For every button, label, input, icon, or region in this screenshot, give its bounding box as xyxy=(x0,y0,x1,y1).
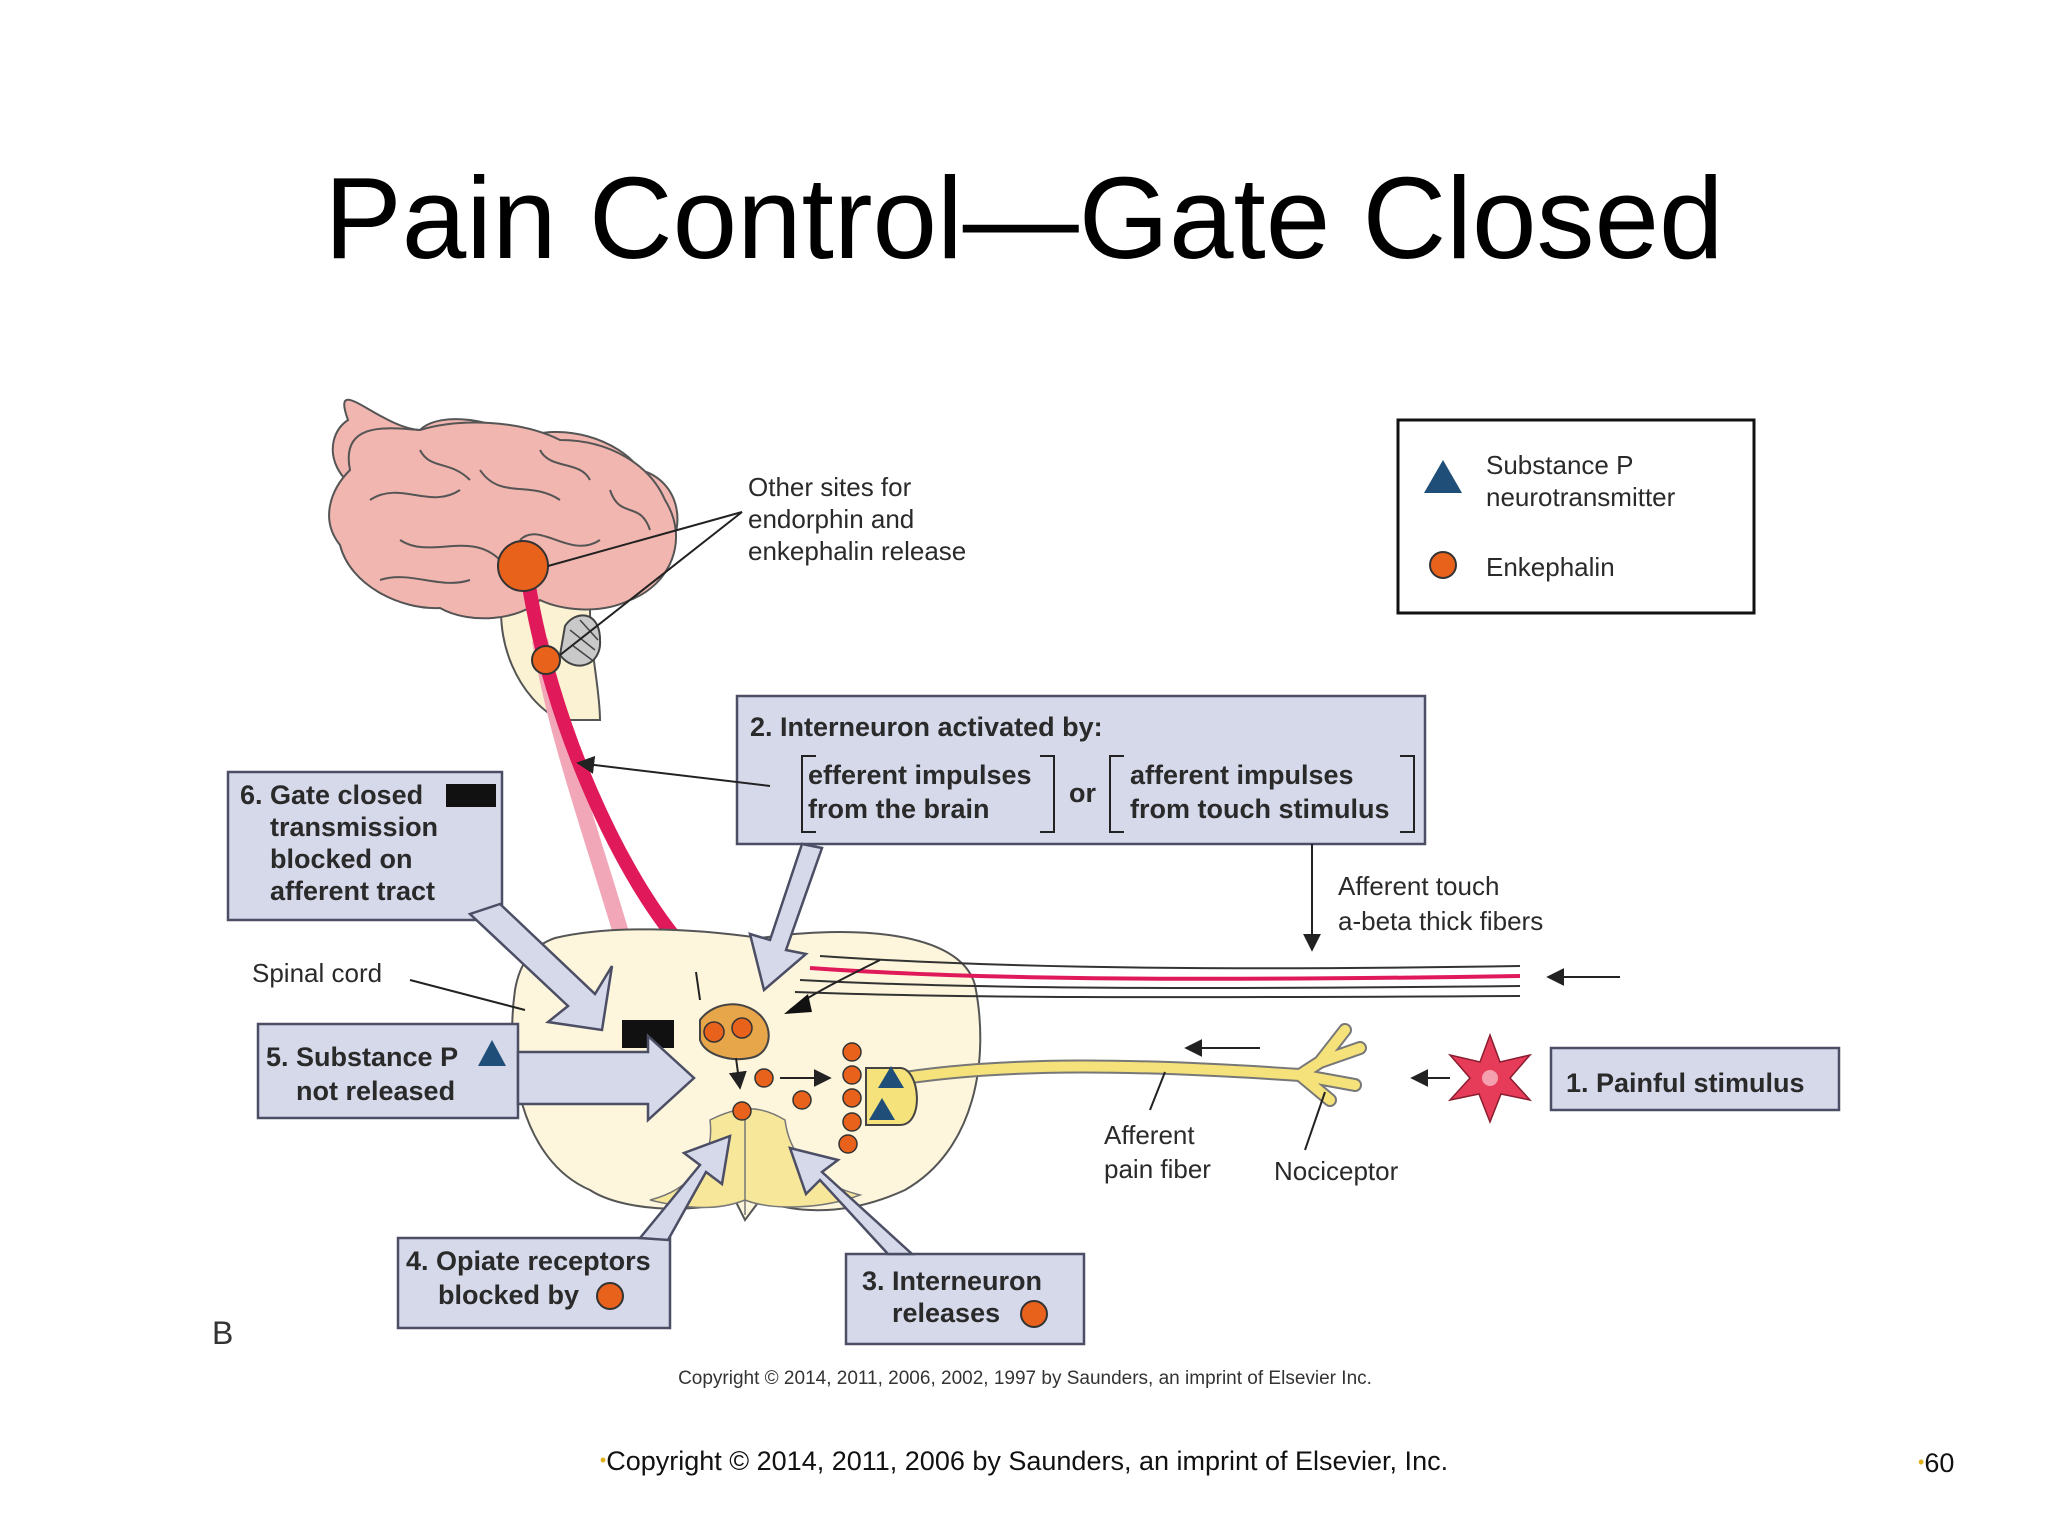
step5-line1: 5. Substance P xyxy=(266,1042,458,1072)
enkephalin-site-cortex xyxy=(497,540,549,592)
step4-line1: 4. Opiate receptors xyxy=(406,1246,651,1276)
page-number: •60 xyxy=(1918,1448,1954,1479)
panel-letter: B xyxy=(212,1315,233,1351)
step2-arrow xyxy=(748,842,824,993)
afferent-pain-label-line2: pain fiber xyxy=(1104,1154,1211,1184)
step4-arrow xyxy=(637,1134,732,1242)
step2-left-line2: from the brain xyxy=(808,794,990,824)
spinal-cord-label: Spinal cord xyxy=(252,958,382,988)
spinal-cord-pointer xyxy=(409,979,526,1011)
step5-line2: not released xyxy=(296,1076,455,1106)
step6-line4: afferent tract xyxy=(270,876,435,906)
step4-line2: blocked by xyxy=(438,1280,579,1310)
step3-line1: 3. Interneuron xyxy=(862,1266,1042,1296)
step2-title: 2. Interneuron activated by: xyxy=(750,712,1103,742)
descending-tract-red xyxy=(521,578,696,960)
footer-text: Copyright © 2014, 2011, 2006 by Saunders… xyxy=(606,1446,1449,1476)
substance-p-vesicle-2 xyxy=(869,1098,895,1120)
step1-box xyxy=(1549,1046,1841,1112)
legend-enkephalin: Enkephalin xyxy=(1486,552,1615,582)
other-sites-label-line2: endorphin and xyxy=(748,504,914,534)
other-sites-label-line1: Other sites for xyxy=(748,472,912,502)
step5-arrow xyxy=(516,1033,696,1123)
enkephalin-site-brainstem xyxy=(531,645,561,675)
nociceptor-label: Nociceptor xyxy=(1274,1156,1399,1186)
legend: Substance P neurotransmitter Enkephalin xyxy=(1396,418,1756,615)
step4-enkephalin-icon xyxy=(596,1282,624,1310)
step1-label: 1. Painful stimulus xyxy=(1566,1068,1805,1098)
bullet-icon: • xyxy=(1918,1452,1925,1472)
slide-title: Pain Control—Gate Closed xyxy=(324,153,1724,283)
footer-copyright: •Copyright © 2014, 2011, 2006 by Saunder… xyxy=(0,1446,2048,1477)
step2-right-line2: from touch stimulus xyxy=(1130,794,1390,824)
step2-or: or xyxy=(1069,778,1096,808)
legend-substance-p-line1: Substance P xyxy=(1486,450,1633,480)
enkephalin-molecules xyxy=(703,1017,862,1154)
step6-line1: 6. Gate closed xyxy=(240,780,423,810)
step3-box xyxy=(844,1252,1086,1346)
afferent-touch-fibers xyxy=(794,955,1521,999)
substance-p-legend-icon xyxy=(1424,460,1462,493)
bullet-icon: • xyxy=(599,1450,607,1470)
step4-box xyxy=(396,1236,672,1330)
page-number-text: 60 xyxy=(1924,1448,1955,1478)
afferent-touch-label-line1: Afferent touch xyxy=(1338,871,1499,901)
step6-line3: blocked on xyxy=(270,844,413,874)
step6-gate-icon xyxy=(446,784,496,807)
afferent-pain-fiber xyxy=(873,1023,1367,1107)
step6-line2: transmission xyxy=(270,812,438,842)
figure-copyright: Copyright © 2014, 2011, 2006, 2002, 1997… xyxy=(678,1368,1372,1389)
afferent-pain-label-line1: Afferent xyxy=(1104,1120,1195,1150)
afferent-touch-label-line2: a-beta thick fibers xyxy=(1338,906,1543,936)
enkephalin-legend-icon xyxy=(1429,551,1457,579)
step5-substance-p-icon xyxy=(478,1040,506,1066)
step2-right-line1: afferent impulses xyxy=(1130,760,1354,790)
legend-substance-p-line2: neurotransmitter xyxy=(1486,482,1676,512)
step6-arrow xyxy=(467,902,614,1032)
step3-line2: releases xyxy=(892,1298,1000,1328)
step2-box xyxy=(735,694,1427,846)
step3-arrow xyxy=(788,1146,916,1256)
step2-left-line1: efferent impulses xyxy=(808,760,1032,790)
step3-enkephalin-icon xyxy=(1020,1300,1048,1328)
substance-p-vesicle-1 xyxy=(878,1066,904,1088)
other-sites-label-line3: enkephalin release xyxy=(748,536,966,566)
